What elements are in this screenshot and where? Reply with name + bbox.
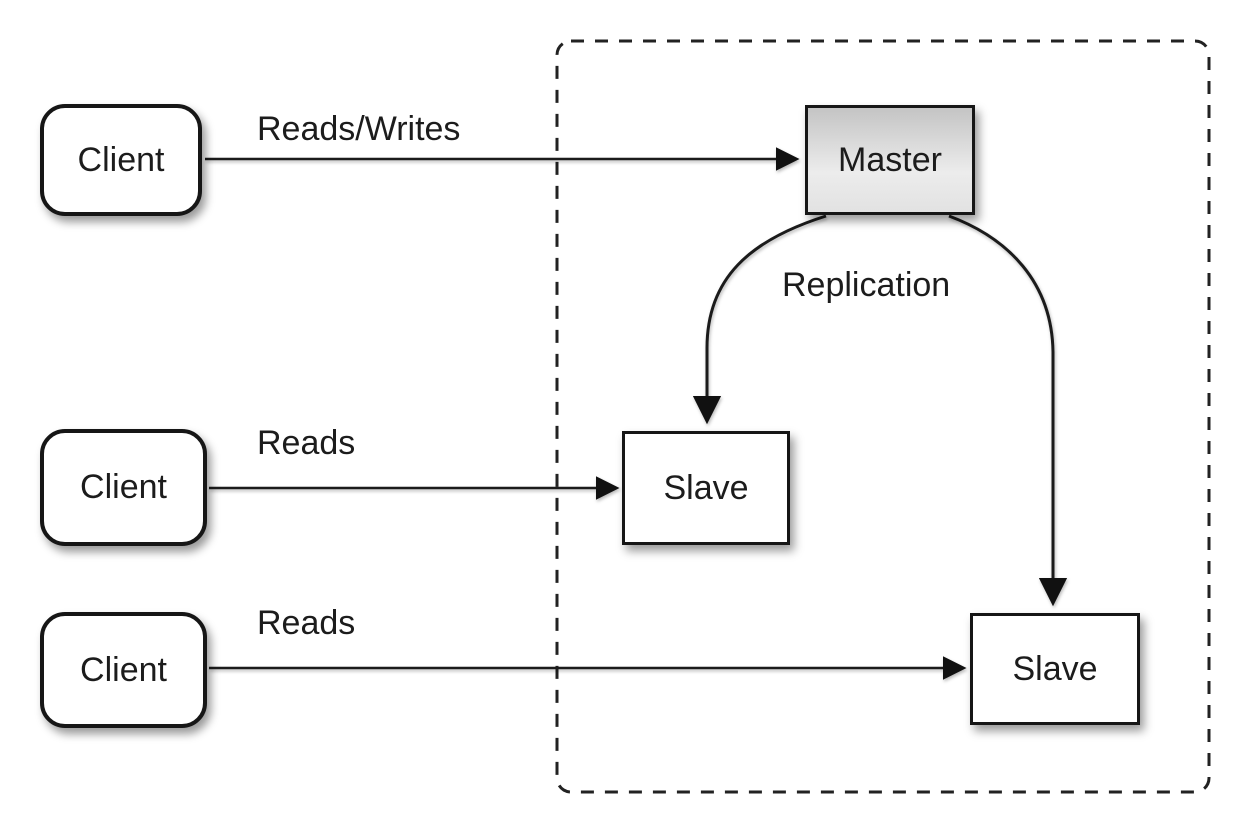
slave-node-2: Slave — [970, 613, 1140, 725]
edge-master-slave2 — [948, 214, 1068, 607]
slave-node-1-label: Slave — [663, 468, 749, 507]
slave-node-1: Slave — [622, 431, 790, 545]
edge-label-replication: Replication — [782, 266, 951, 304]
replication-group-boundary — [555, 39, 1211, 794]
master-node-label: Master — [838, 140, 942, 179]
edge-label-reads-bottom: Reads — [257, 604, 356, 642]
client-node-2: Client — [40, 429, 207, 546]
edge-label-reads-top: Reads — [257, 424, 356, 462]
slave-node-2-label: Slave — [1012, 649, 1098, 688]
master-node: Master — [805, 105, 975, 215]
client-node-2-label: Client — [80, 468, 167, 506]
edge-master-slave1 — [692, 214, 827, 425]
edge-label-reads-writes: Reads/Writes — [257, 110, 461, 148]
client-node-1-label: Client — [77, 140, 165, 179]
client-node-3-label: Client — [80, 650, 167, 689]
client-node-3: Client — [40, 612, 207, 728]
client-node-1: Client — [40, 104, 202, 216]
